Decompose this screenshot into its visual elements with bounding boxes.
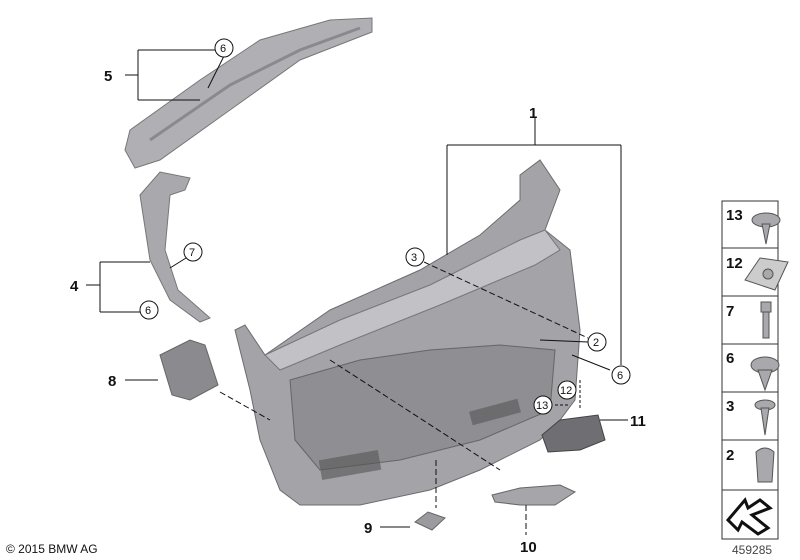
copyright-text: © 2015 BMW AG bbox=[6, 542, 98, 556]
fastener-legend-panel: 13 12 7 6 3 2 bbox=[721, 200, 789, 540]
callout-4: 4 bbox=[70, 278, 79, 295]
expanding-rivet-icon bbox=[750, 356, 780, 392]
tailgate-trim-panel-part bbox=[234, 159, 581, 506]
callout-2: 2 bbox=[593, 337, 599, 349]
legend-3: 3 bbox=[726, 398, 734, 415]
legend-6: 6 bbox=[726, 350, 734, 367]
callout-9: 9 bbox=[364, 520, 372, 537]
callout-10: 10 bbox=[520, 539, 537, 556]
callout-6-right: 6 bbox=[617, 370, 623, 382]
legend-12: 12 bbox=[726, 255, 743, 272]
callout-8: 8 bbox=[108, 373, 116, 390]
leader-lines bbox=[86, 49, 628, 535]
handle-part-10 bbox=[491, 484, 577, 506]
bolt-icon bbox=[760, 301, 772, 339]
side-pillar-trim-part bbox=[139, 171, 211, 323]
screw-with-washer-icon bbox=[751, 212, 781, 245]
callout-1: 1 bbox=[529, 105, 537, 122]
callout-6-top: 6 bbox=[220, 43, 226, 55]
callout-3: 3 bbox=[411, 252, 417, 264]
tapping-screw-icon bbox=[754, 399, 776, 436]
diagram-number: 459285 bbox=[732, 543, 773, 557]
clip-part-9 bbox=[414, 511, 446, 531]
callout-12: 12 bbox=[560, 385, 572, 397]
callout-11: 11 bbox=[630, 413, 646, 430]
callout-13: 13 bbox=[536, 400, 548, 412]
cover-part-8 bbox=[159, 339, 219, 401]
direction-arrow-icon bbox=[725, 497, 773, 536]
callout-5: 5 bbox=[104, 68, 112, 85]
legend-13: 13 bbox=[726, 207, 743, 224]
callout-circles bbox=[139, 38, 631, 415]
callout-7: 7 bbox=[189, 247, 195, 259]
legend-2: 2 bbox=[726, 447, 734, 464]
expanding-nut-icon bbox=[755, 447, 775, 483]
switch-part-11 bbox=[541, 414, 606, 453]
legend-7: 7 bbox=[726, 303, 734, 320]
upper-trim-panel-part bbox=[124, 17, 373, 169]
callout-6-left: 6 bbox=[145, 305, 151, 317]
clip-nut-icon bbox=[744, 257, 789, 291]
